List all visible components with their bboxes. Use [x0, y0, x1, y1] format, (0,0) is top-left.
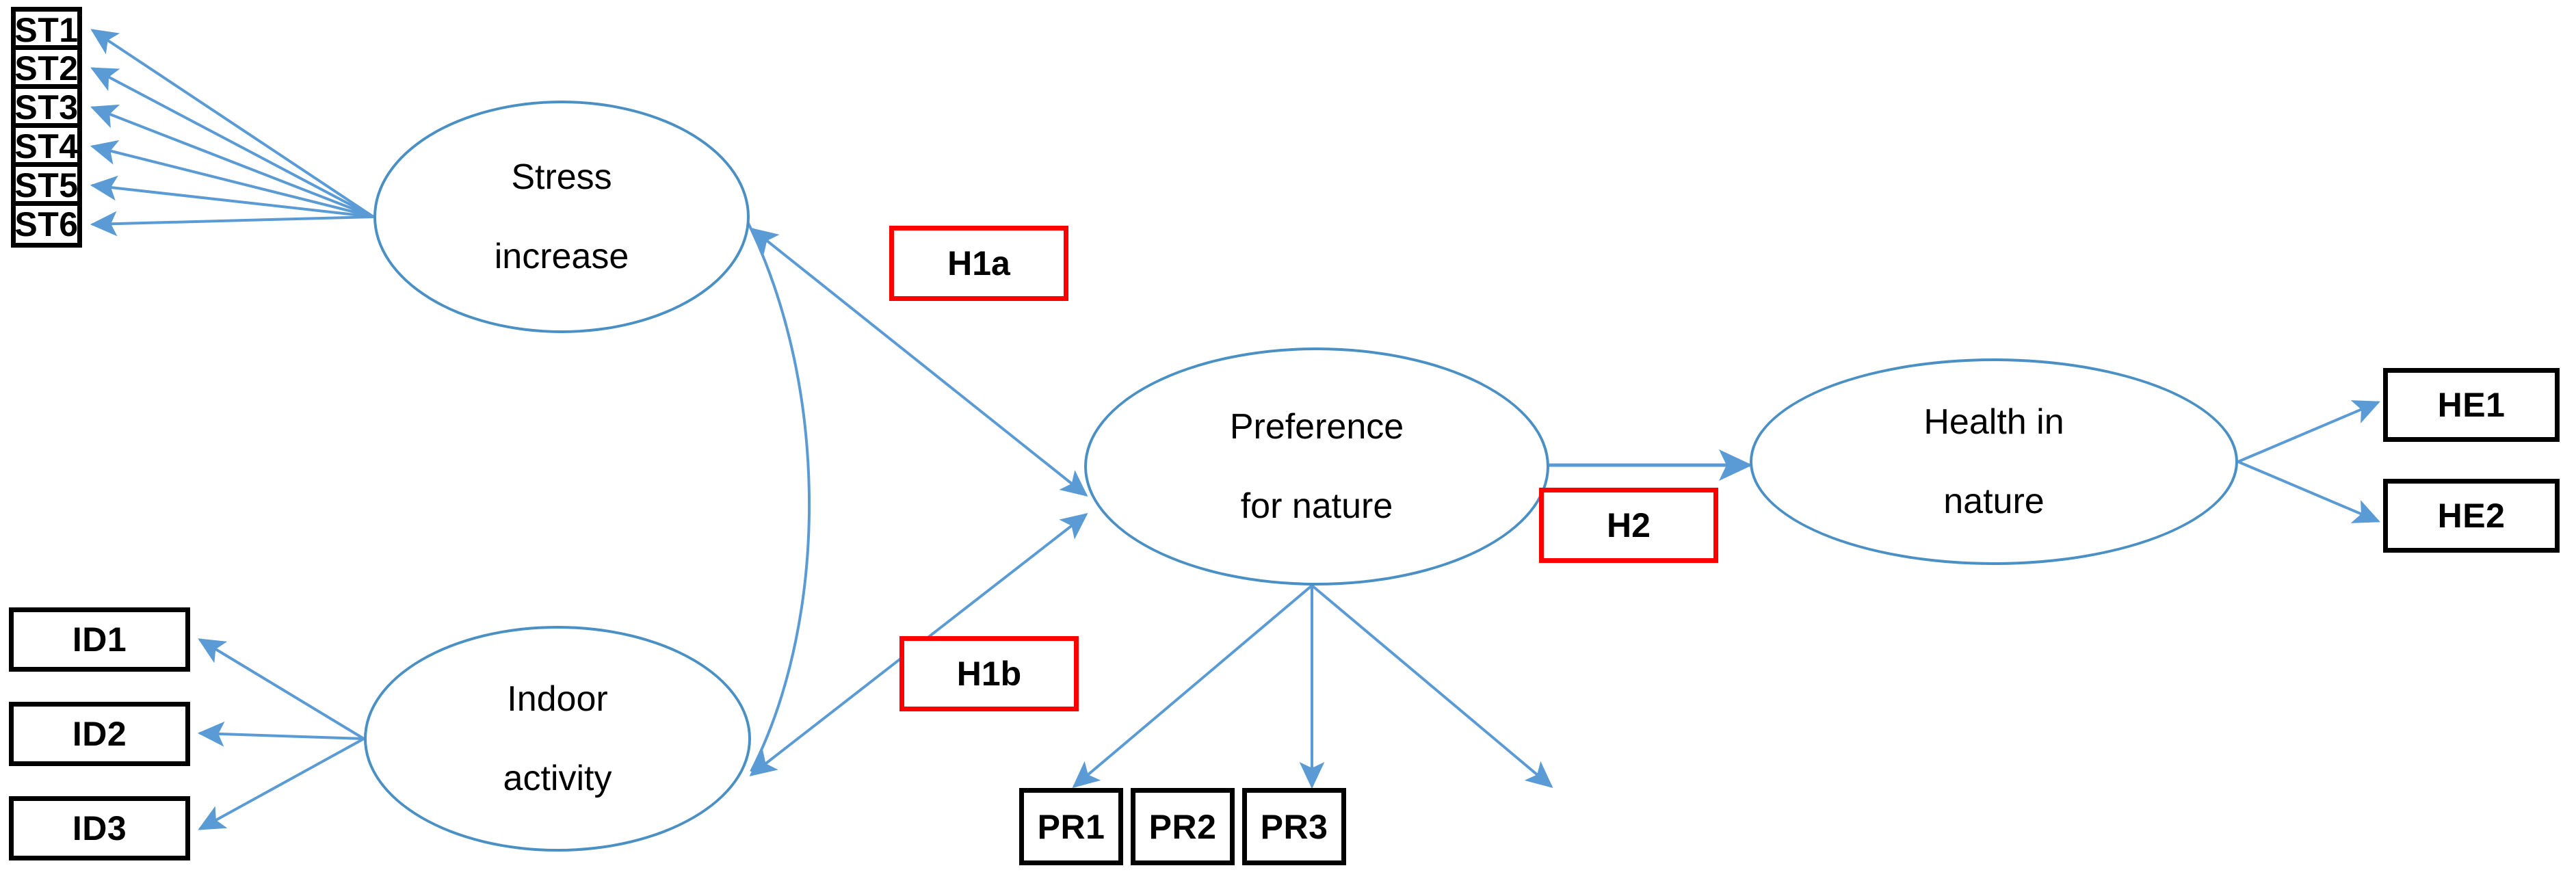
latent-label-line2: for nature [1240, 486, 1393, 527]
indicator-label: ID3 [72, 809, 127, 847]
latent-label-indoor: Indoor activity [479, 679, 637, 799]
indicator-label: ID1 [72, 620, 127, 659]
indicator-box-st6[interactable]: ST6 [11, 201, 82, 248]
indicator-label: ST1 [14, 11, 79, 49]
indicator-label: HE1 [2437, 386, 2506, 424]
indicator-label: ST3 [14, 88, 79, 127]
hypothesis-label-h1a[interactable]: H1a [889, 226, 1068, 301]
latent-ellipse-preference-for-nature[interactable]: Preference for nature [1084, 347, 1549, 586]
covariance-arc-stress-indoor [734, 198, 811, 772]
latent-label-line2: activity [503, 759, 612, 799]
path-h1a-stress-to-preference [750, 228, 1088, 497]
latent-label-line1: Health in [1923, 402, 2064, 442]
indicator-label: ST2 [14, 49, 79, 88]
latent-label-line1: Stress [511, 157, 612, 197]
indicator-box-id2[interactable]: ID2 [9, 702, 190, 766]
preference-measurement-arrows [1072, 584, 1553, 789]
indicator-label: PR1 [1037, 807, 1105, 846]
indicator-box-pr3[interactable]: PR3 [1242, 788, 1346, 865]
latent-label-health: Health in nature [1899, 402, 2088, 522]
latent-label-line2: increase [494, 237, 629, 277]
indicator-box-st4[interactable]: ST4 [11, 123, 82, 170]
indicator-box-he1[interactable]: HE1 [2383, 368, 2560, 442]
health-measurement-arrows [2237, 400, 2380, 523]
indicator-box-pr2[interactable]: PR2 [1131, 788, 1235, 865]
indicator-label: ID2 [72, 715, 127, 753]
hypothesis-text: H1a [947, 244, 1010, 282]
indoor-measurement-arrows [197, 638, 365, 830]
indicator-box-st5[interactable]: ST5 [11, 162, 82, 209]
indicator-label: ST4 [14, 127, 79, 166]
stress-measurement-arrows [90, 29, 375, 237]
latent-label-line2: nature [1943, 482, 2045, 522]
indicator-box-id1[interactable]: ID1 [9, 607, 190, 672]
indicator-label: ST5 [14, 166, 79, 205]
latent-label-line1: Preference [1229, 406, 1404, 447]
indicator-label: ST6 [14, 205, 79, 244]
hypothesis-label-h2[interactable]: H2 [1539, 488, 1718, 563]
indicator-box-pr1[interactable]: PR1 [1019, 788, 1123, 865]
indicator-label: PR3 [1260, 807, 1328, 846]
indicator-box-he2[interactable]: HE2 [2383, 479, 2560, 553]
latent-label-preference: Preference for nature [1205, 407, 1428, 527]
hypothesis-label-h1b[interactable]: H1b [899, 636, 1079, 711]
latent-ellipse-health-in-nature[interactable]: Health in nature [1750, 358, 2238, 565]
indicator-box-st2[interactable]: ST2 [11, 45, 82, 92]
latent-label-stress: Stress increase [470, 157, 654, 277]
indicator-box-id3[interactable]: ID3 [9, 796, 190, 860]
indicator-label: PR2 [1148, 807, 1217, 846]
indicator-label: HE2 [2437, 497, 2506, 535]
hypothesis-text: H2 [1607, 506, 1651, 544]
latent-label-line1: Indoor [507, 679, 608, 719]
latent-ellipse-indoor-activity[interactable]: Indoor activity [364, 626, 751, 852]
hypothesis-text: H1b [956, 655, 1022, 693]
latent-ellipse-stress-increase[interactable]: Stress increase [373, 101, 750, 333]
